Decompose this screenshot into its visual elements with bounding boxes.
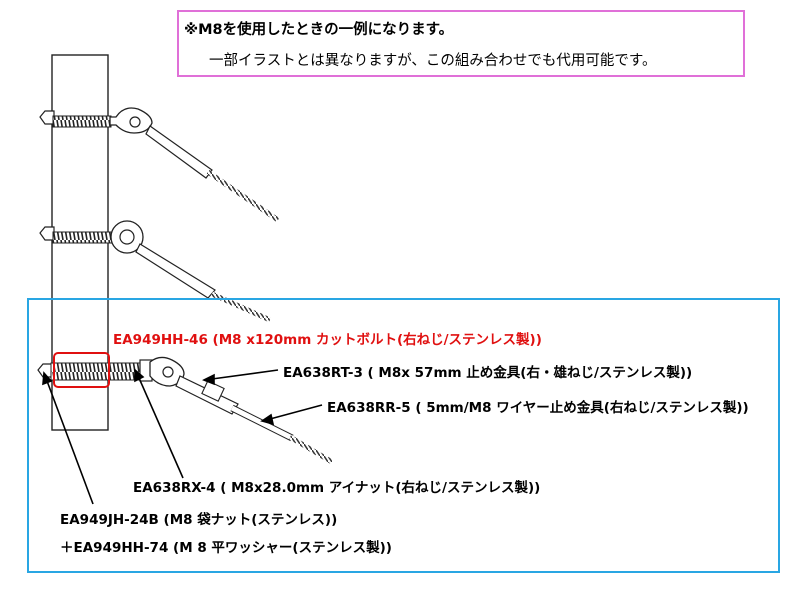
assembly-top xyxy=(39,107,280,223)
callout-rod-end: EA638RT-3 ( M8x 57mm 止め金具(右・雄ねじ/ステンレス製)) xyxy=(283,365,693,381)
bolt-highlight xyxy=(53,352,110,388)
assembly-detail xyxy=(37,356,334,465)
detail-box xyxy=(27,298,780,573)
leader-lines xyxy=(42,368,323,505)
callout-cap-nut: EA949JH-24B (M8 袋ナット(ステンレス)) xyxy=(60,512,338,528)
note-line-1: ※M8を使用したときの一例になります。 xyxy=(184,22,454,38)
callout-eye-nut: EA638RX-4 ( M8x28.0mm アイナット(右ねじ/ステンレス製)) xyxy=(133,480,541,496)
callout-wire-fitting: EA638RR-5 ( 5mm/M8 ワイヤー止め金具(右ねじ/ステンレス製)) xyxy=(327,400,749,416)
callout-bolt: EA949HH-46 (M8 x120mm カットボルト(右ねじ/ステンレス製)… xyxy=(113,332,542,348)
note-line-2: 一部イラストとは異なりますが、この組み合わせでも代用可能です。 xyxy=(209,53,657,69)
assembly-middle xyxy=(39,220,272,323)
note-box: ※M8を使用したときの一例になります。 一部イラストとは異なりますが、この組み合… xyxy=(177,10,745,77)
callout-washer: ＋EA949HH-74 (M 8 平ワッシャー(ステンレス製)) xyxy=(60,540,392,556)
